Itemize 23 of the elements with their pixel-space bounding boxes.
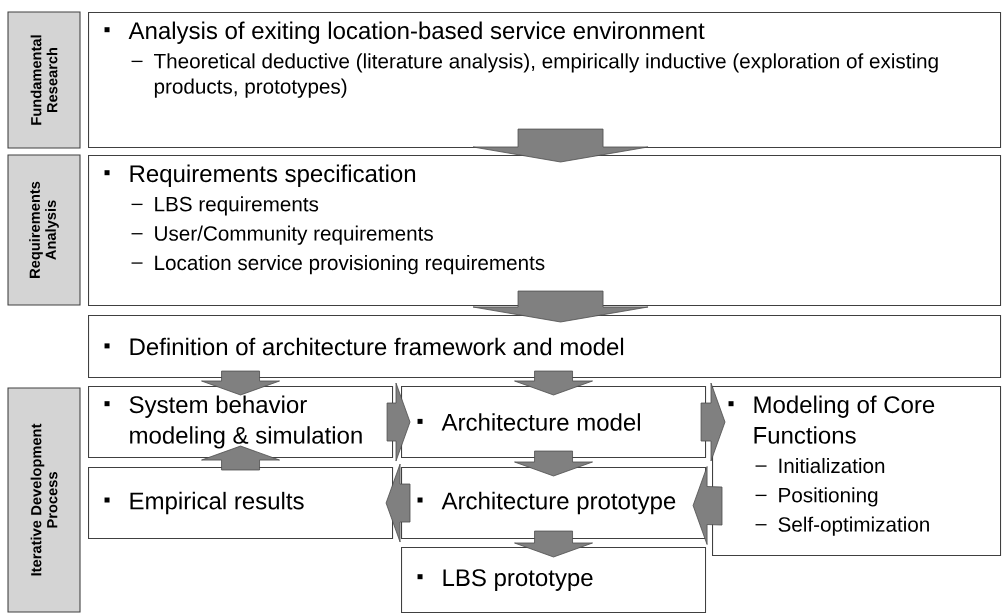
- process-box: LBS prototype: [401, 547, 707, 613]
- stage-label: Requirements Analysis: [7, 154, 81, 306]
- process-box: Empirical results: [88, 467, 394, 540]
- process-box: System behavior modeling & simulation: [88, 386, 394, 459]
- block-arrow: [514, 370, 593, 396]
- process-box: Definition of architecture framework and model: [88, 315, 1002, 379]
- block-arrow: [514, 530, 593, 558]
- process-box: Analysis of exiting location-based service environment Theoretical deductive (literature analysis), empirically inductive (exploration of existing products, prototypes): [88, 12, 1002, 149]
- block-arrow: [201, 445, 280, 471]
- process-box: Modeling of Core Functions Initialization Positioning Self-optimization: [712, 386, 1002, 557]
- block-arrow: [514, 450, 593, 477]
- stage-label: Iterative Development Process: [7, 387, 81, 613]
- block-arrow: [386, 382, 411, 462]
- block-arrow: [700, 382, 726, 462]
- process-box: Architecture prototype: [401, 467, 707, 540]
- block-arrow: [472, 290, 649, 323]
- block-arrow: [201, 370, 280, 396]
- process-box: Architecture model: [401, 386, 707, 459]
- block-arrow: [385, 463, 411, 543]
- process-box: Requirements specification LBS requirements User/Community requirements Location service provisioning requirements: [88, 155, 1002, 307]
- block-arrow: [692, 466, 723, 545]
- block-arrow: [472, 128, 649, 163]
- stage-label: Fundamental Research: [7, 11, 81, 149]
